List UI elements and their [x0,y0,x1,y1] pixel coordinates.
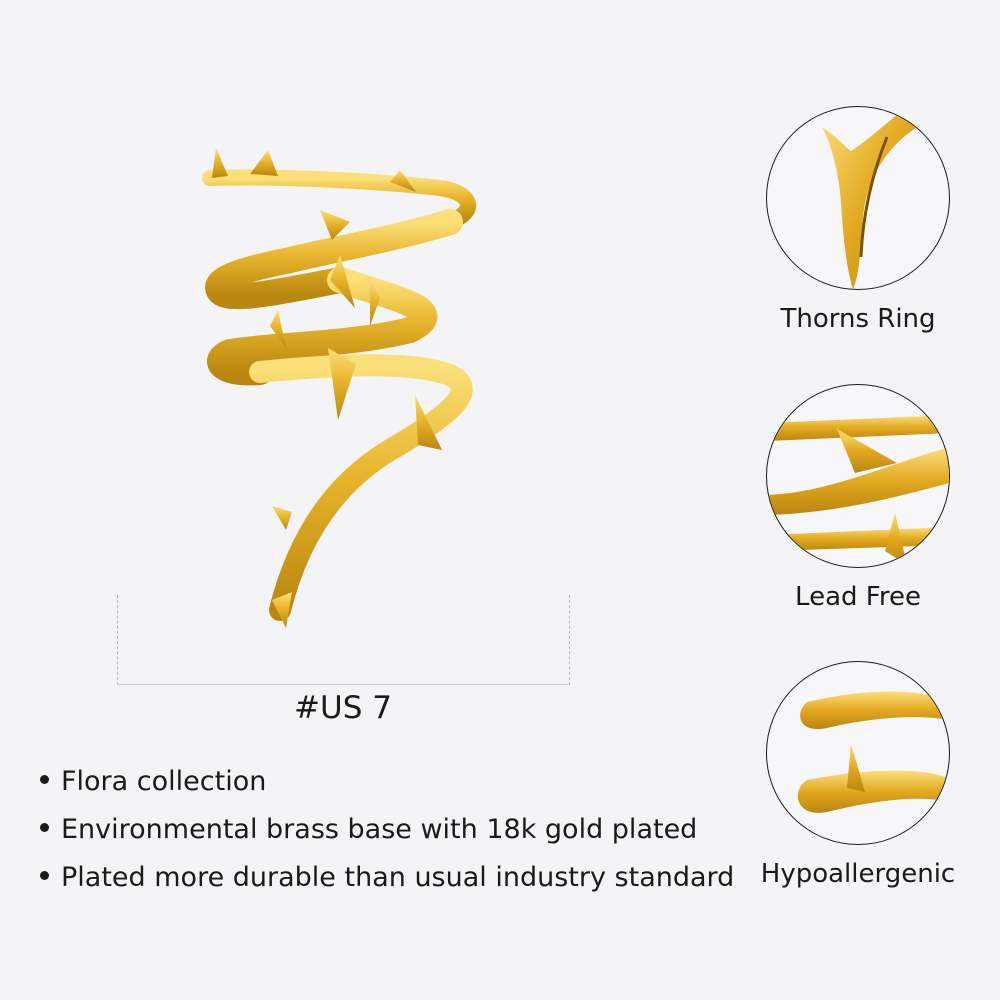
dimension-line-right [569,595,570,685]
detail-label: Hypoallergenic [760,859,956,889]
bullet-icon [40,775,49,784]
bullet-icon [40,823,49,832]
feature-item: Flora collection [40,760,734,808]
detail-label: Thorns Ring [780,304,936,334]
feature-item: Plated more durable than usual industry … [40,856,734,904]
feature-item: Environmental brass base with 18k gold p… [40,808,734,856]
ring-product-image [150,130,520,650]
feature-text: Plated more durable than usual industry … [61,862,735,893]
bullet-icon [40,871,49,880]
coil-closeup-image [766,661,950,845]
thorn-closeup-image [766,106,950,290]
dimension-line-bottom [117,684,569,685]
dimension-line-left [117,595,118,685]
detail-label: Lead Free [795,582,921,612]
feature-text: Flora collection [61,766,267,797]
feature-list: Flora collection Environmental brass bas… [40,760,734,904]
feature-text: Environmental brass base with 18k gold p… [61,814,698,845]
band-closeup-image [766,384,950,568]
size-label: #US 7 [294,690,392,726]
